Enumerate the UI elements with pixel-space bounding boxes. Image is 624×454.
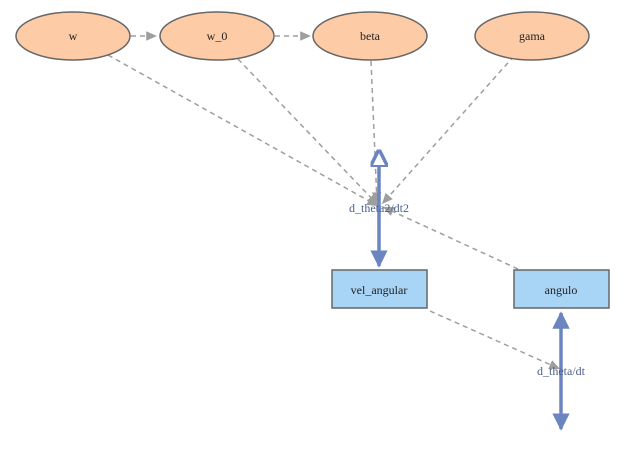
link-vel-angular-to-d-theta <box>429 310 561 370</box>
links <box>107 31 561 370</box>
link-angulo-to-d-theta2 <box>382 206 519 270</box>
node-w-label: w <box>69 29 78 43</box>
link-w-to-d-theta2 <box>107 54 379 207</box>
node-gama-label: gama <box>519 29 546 43</box>
link-gama-to-d-theta2 <box>381 55 515 205</box>
node-w[interactable]: w <box>15 11 131 61</box>
node-vel-angular[interactable]: vel_angular <box>331 269 428 309</box>
node-beta-label: beta <box>360 29 381 43</box>
node-gama-shape <box>474 11 590 61</box>
node-w-0-label: w_0 <box>207 29 228 43</box>
flows <box>370 151 570 431</box>
node-angulo-shape <box>513 269 610 309</box>
flow-d-theta-dt-label[interactable]: d_theta/dt <box>537 364 586 378</box>
node-angulo[interactable]: angulo <box>513 269 610 309</box>
flow-d-theta2-dt2-label[interactable]: d_theta2/dt2 <box>349 201 409 215</box>
link-w0-to-d-theta2 <box>237 58 379 206</box>
node-gama[interactable]: gama <box>474 11 590 61</box>
node-beta[interactable]: beta <box>312 11 428 61</box>
node-angulo-label: angulo <box>545 283 578 297</box>
node-w-0[interactable]: w_0 <box>159 11 275 61</box>
node-w-0-shape <box>159 11 275 61</box>
node-vel-angular-shape <box>331 269 428 309</box>
link-beta-to-d-theta2 <box>370 60 382 204</box>
node-w-shape <box>15 11 131 61</box>
node-beta-shape <box>312 11 428 61</box>
node-vel-angular-label: vel_angular <box>351 283 408 297</box>
